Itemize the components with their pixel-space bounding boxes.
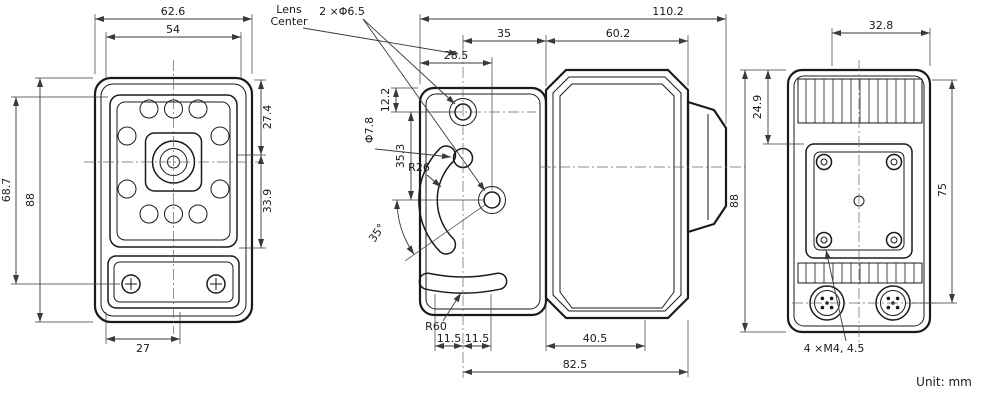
side-view: 110.2 35 60.2 28.5 12.2 35.3 Φ7.8 <box>270 3 745 378</box>
dim-front-width-inner-label: 54 <box>166 23 180 36</box>
front-screws <box>121 274 226 294</box>
dim-front-right-lower-label: 33.9 <box>261 189 274 214</box>
dim-bottom-right-label: 11.5 <box>465 332 490 345</box>
side-body <box>544 68 690 320</box>
side-slot-arc <box>418 145 457 255</box>
dim-back-fin-height-label: 24.9 <box>751 95 764 120</box>
base-slot-radius-label: R60 <box>425 320 447 333</box>
dim-body-depth-top-label: 60.2 <box>606 27 631 40</box>
front-led-array <box>117 99 230 224</box>
dim-length-bottom-label: 82.5 <box>563 358 588 371</box>
back-screw-holes <box>815 153 903 249</box>
lens-center-label-line1: Lens <box>276 3 302 16</box>
front-view: 62.6 54 68.7 88 27.4 33.9 <box>0 5 274 355</box>
dim-front-right-upper-label: 27.4 <box>261 105 274 130</box>
dim-front-height-face-label: 68.7 <box>0 178 13 203</box>
dim-side-length-overall-label: 110.2 <box>652 5 684 18</box>
dim-front-width-label: 62.6 <box>161 5 186 18</box>
dim-back-top-width-label: 32.8 <box>869 19 894 32</box>
back-dimensions: 32.8 24.9 88 75 4 ×M4, 4.5 <box>728 19 957 355</box>
mount-holes-label: 2 ×Φ6.5 <box>319 5 365 18</box>
side-bracket <box>418 86 548 317</box>
dim-back-height-label: 88 <box>728 194 741 208</box>
dim-body-depth-bottom-label: 40.5 <box>583 332 608 345</box>
front-dimensions: 62.6 54 68.7 88 27.4 33.9 <box>0 5 274 355</box>
back-heatsink-fins-top <box>797 78 923 124</box>
slot-radius-label: R26 <box>408 161 430 174</box>
front-centerlines <box>84 60 262 334</box>
dim-back-connector-height-label: 75 <box>936 183 949 197</box>
slot-width-dia-label: Φ7.8 <box>363 117 376 143</box>
dim-top-to-lens-label: 12.2 <box>379 88 392 113</box>
side-base-slot <box>418 272 508 294</box>
side-dimensions: 110.2 35 60.2 28.5 12.2 35.3 Φ7.8 <box>270 3 727 377</box>
dim-lens-to-front-label: 35 <box>497 27 511 40</box>
tilt-angle-label: 35° <box>366 221 388 244</box>
dim-bottom-left-label: 11.5 <box>437 332 462 345</box>
back-heatsink-fins-bottom <box>797 262 923 284</box>
dim-lens-to-pivot-label: 35.3 <box>394 144 407 169</box>
unit-note: Unit: mm <box>916 375 972 389</box>
dim-front-bottom-label: 27 <box>136 342 150 355</box>
dim-front-height-overall-label: 88 <box>24 193 37 207</box>
back-view: 32.8 24.9 88 75 4 ×M4, 4.5 <box>728 19 957 355</box>
dim-edge-to-pivot-label: 28.5 <box>444 49 469 62</box>
screw-note-label: 4 ×M4, 4.5 <box>804 342 865 355</box>
lens-center-label-line2: Center <box>270 15 308 28</box>
